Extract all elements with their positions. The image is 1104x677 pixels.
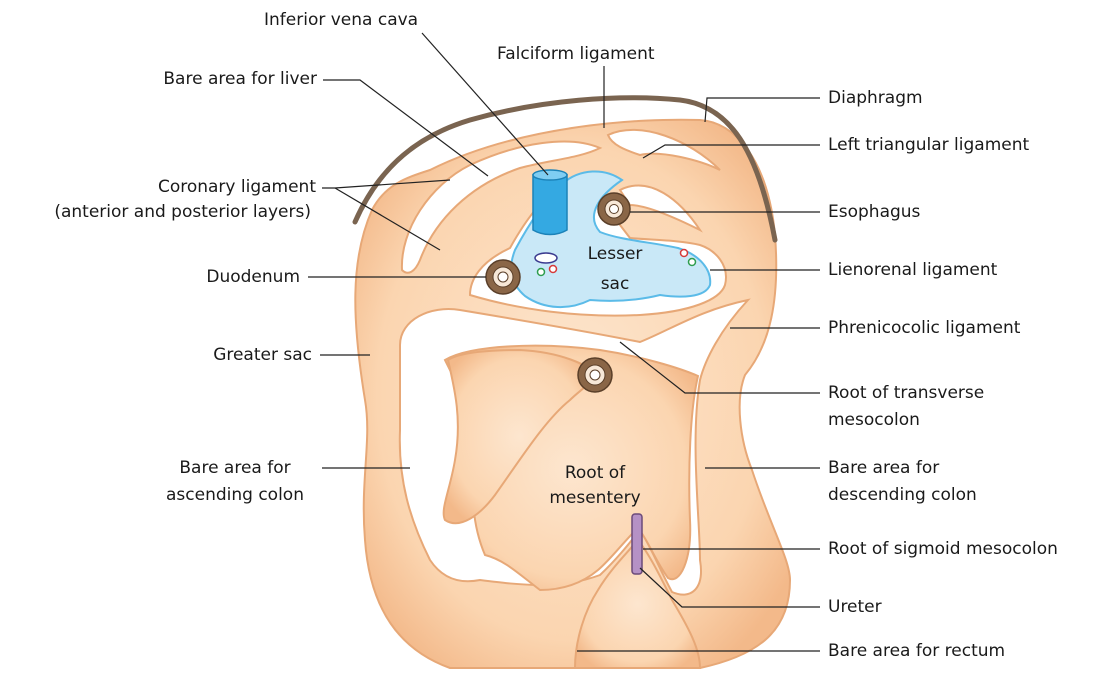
- esophagus: [598, 193, 630, 225]
- ureter: [632, 514, 642, 574]
- label-bare-rectum: Bare area for rectum: [828, 639, 1005, 663]
- label-bare-area-liver: Bare area for liver: [130, 67, 317, 91]
- label-lesser-sac-1: Lesser: [575, 242, 655, 266]
- label-duodenum: Duodenum: [150, 265, 300, 289]
- label-root-sigmoid: Root of sigmoid mesocolon: [828, 537, 1058, 561]
- label-root-mesentery-1: Root of: [540, 461, 650, 485]
- label-falciform-ligament: Falciform ligament: [497, 42, 655, 66]
- label-root-transverse-1: Root of transverse: [828, 381, 984, 405]
- label-diaphragm: Diaphragm: [828, 86, 923, 110]
- label-ureter: Ureter: [828, 595, 882, 619]
- label-inferior-vena-cava: Inferior vena cava: [264, 8, 418, 32]
- label-root-transverse-2: mesocolon: [828, 408, 920, 432]
- label-esophagus: Esophagus: [828, 200, 920, 224]
- label-bare-ascending-2: ascending colon: [160, 483, 310, 507]
- label-bare-descending-2: descending colon: [828, 483, 977, 507]
- label-left-triangular: Left triangular ligament: [828, 133, 1029, 157]
- label-bare-descending-1: Bare area for: [828, 456, 939, 480]
- inferior-vena-cava: [533, 170, 567, 235]
- label-lesser-sac-2: sac: [575, 272, 655, 296]
- label-lienorenal: Lienorenal ligament: [828, 258, 997, 282]
- label-coronary-2: (anterior and posterior layers): [6, 200, 311, 224]
- label-phrenicocolic: Phrenicocolic ligament: [828, 316, 1020, 340]
- label-greater-sac: Greater sac: [150, 343, 312, 367]
- transverse-colon: [578, 358, 612, 392]
- label-coronary-1: Coronary ligament: [60, 175, 316, 199]
- label-root-mesentery-2: mesentery: [540, 486, 650, 510]
- label-bare-ascending-1: Bare area for: [160, 456, 310, 480]
- duodenum: [486, 260, 520, 294]
